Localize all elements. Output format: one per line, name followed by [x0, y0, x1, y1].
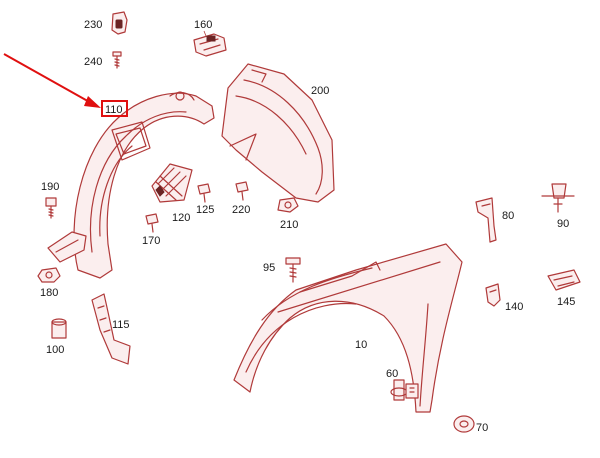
part-60-bolt [390, 379, 419, 401]
part-125-clip [197, 183, 211, 203]
callout-120: 120 [172, 212, 190, 224]
callout-210: 210 [280, 219, 298, 231]
callout-180: 180 [40, 287, 58, 299]
part-100-bushing [51, 318, 67, 339]
callout-60: 60 [386, 368, 398, 380]
callout-240: 240 [84, 56, 102, 68]
part-230-clip [111, 11, 128, 35]
part-115-strip [91, 293, 131, 365]
part-120-grille [151, 163, 193, 203]
part-220-screw [235, 181, 249, 201]
highlight-arrow [3, 53, 101, 108]
callout-115: 115 [112, 319, 130, 331]
part-70-nut [453, 415, 475, 433]
leader-160 [203, 30, 207, 37]
callout-70: 70 [476, 422, 488, 434]
callout-220: 220 [232, 204, 250, 216]
part-210-nut [277, 197, 299, 213]
callout-80: 80 [502, 210, 514, 222]
part-180-nut [37, 267, 61, 283]
part-145-clip [547, 269, 581, 291]
highlight-box-110 [101, 100, 128, 117]
callout-100: 100 [46, 344, 64, 356]
part-90-rivet [541, 183, 575, 213]
callout-95: 95 [263, 262, 275, 274]
part-190-bolt [45, 197, 57, 219]
part-170-screw [145, 213, 159, 233]
part-140-bracket [485, 283, 501, 307]
callout-170: 170 [142, 235, 160, 247]
callout-145: 145 [557, 296, 575, 308]
callout-230: 230 [84, 19, 102, 31]
part-240-screw [112, 51, 122, 69]
callout-160: 160 [194, 19, 212, 31]
callout-110: 110 [105, 104, 123, 116]
part-160-clip [193, 33, 227, 57]
callout-200: 200 [311, 85, 329, 97]
callout-125: 125 [196, 204, 214, 216]
callout-90: 90 [557, 218, 569, 230]
callout-190: 190 [41, 181, 59, 193]
part-200-liner [221, 63, 335, 203]
part-110-wheel-liner [47, 91, 215, 279]
callout-10: 10 [355, 339, 367, 351]
part-80-bracket [475, 197, 497, 243]
callout-140: 140 [505, 301, 523, 313]
part-95-stud [285, 257, 301, 283]
